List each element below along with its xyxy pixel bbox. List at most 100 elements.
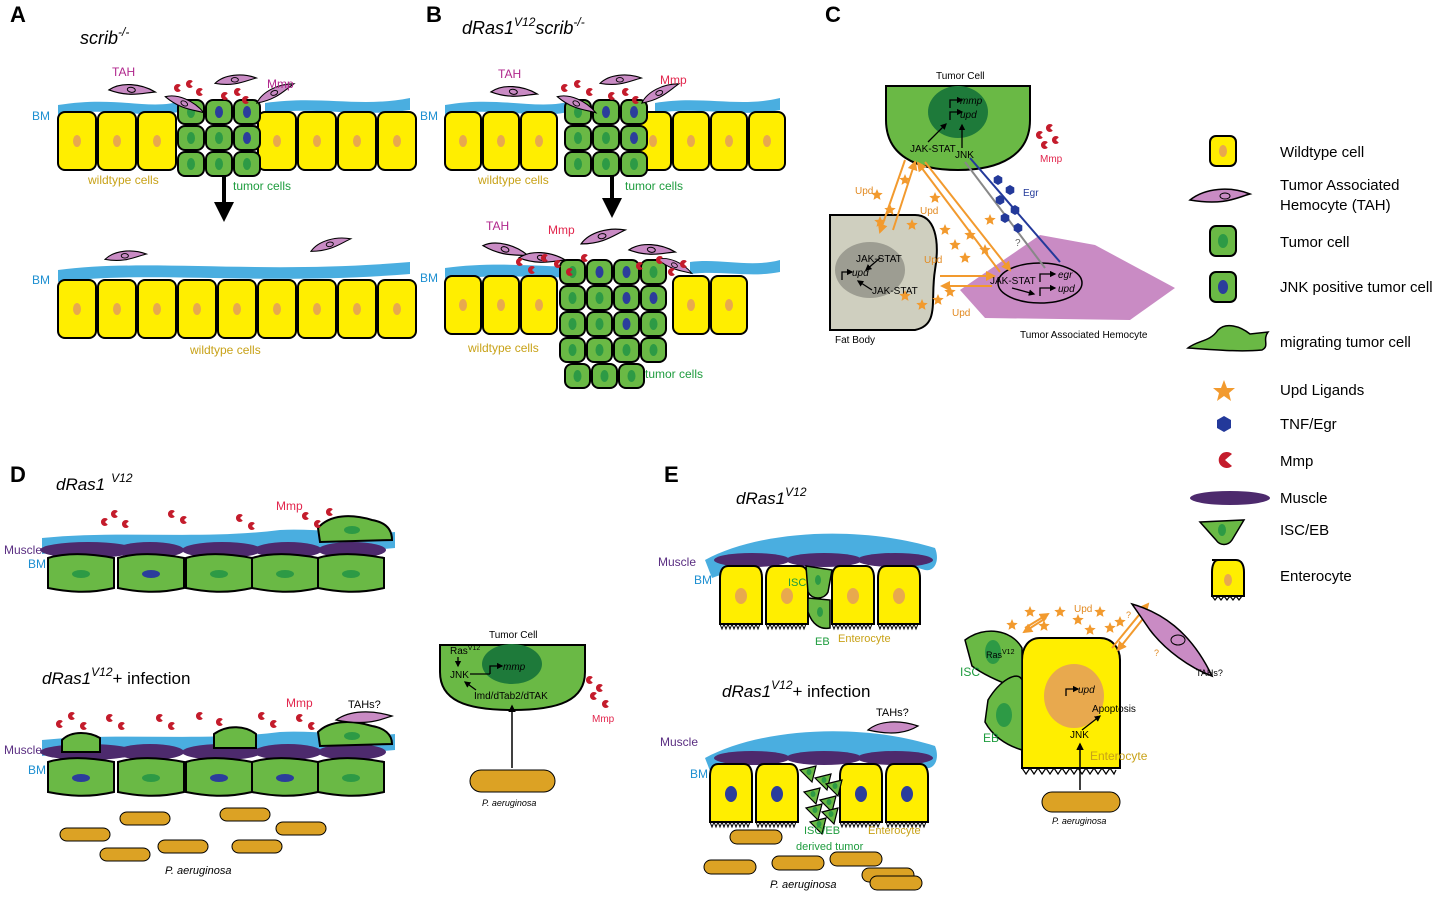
nucleus bbox=[273, 135, 281, 147]
muscle-fiber bbox=[786, 751, 862, 765]
tah-nucleus bbox=[572, 100, 581, 107]
tah-cell bbox=[556, 95, 598, 114]
tah-nucleus bbox=[597, 233, 607, 240]
ras-label: RasV12 bbox=[450, 645, 480, 657]
upd-star bbox=[1072, 614, 1084, 625]
upd-label: Upd bbox=[1074, 604, 1092, 615]
muscle-row bbox=[714, 751, 933, 765]
tumor-label: tumor cells bbox=[625, 179, 683, 193]
upd-star bbox=[906, 219, 918, 230]
tah-nucleus bbox=[671, 262, 678, 268]
nucleus bbox=[725, 135, 733, 147]
nucleus bbox=[595, 318, 604, 330]
microvilli bbox=[831, 622, 873, 631]
nucleus bbox=[622, 292, 631, 304]
enterocyte-label: Enterocyte bbox=[868, 825, 921, 837]
mmp bbox=[173, 84, 181, 92]
bacterium bbox=[275, 821, 327, 836]
bacterium bbox=[771, 855, 825, 871]
egr-hexagon bbox=[995, 195, 1005, 205]
nucleus bbox=[193, 303, 201, 315]
microvilli bbox=[765, 622, 807, 631]
tah-cell bbox=[866, 721, 920, 734]
isc-label: ISC bbox=[960, 665, 980, 679]
tah-cell bbox=[1130, 602, 1214, 678]
upd-star bbox=[1084, 624, 1096, 635]
bm-label: BM bbox=[420, 271, 438, 285]
egr-label: Egr bbox=[1023, 188, 1039, 199]
egr-ligands bbox=[993, 175, 1023, 233]
question-mark: ? bbox=[1015, 238, 1021, 249]
bm-label: BM bbox=[32, 273, 50, 287]
tumor-label: tumor cells bbox=[233, 179, 291, 193]
nucleus bbox=[113, 135, 121, 147]
enterocyte-label: Enterocyte bbox=[838, 633, 891, 645]
nucleus bbox=[649, 135, 657, 147]
legend-label: ISC/EB bbox=[1280, 522, 1329, 539]
legend-label: Tumor Associated bbox=[1280, 177, 1400, 194]
panel-e-genotype: dRas1V12 bbox=[736, 485, 807, 508]
mmp bbox=[79, 722, 87, 730]
tah-label: TAH bbox=[498, 67, 521, 81]
mmp bbox=[313, 520, 321, 528]
tah-cell bbox=[255, 83, 296, 104]
mmp bbox=[155, 714, 163, 722]
arrow bbox=[927, 123, 947, 143]
fat-body-label: Fat Body bbox=[835, 335, 875, 346]
nucleus bbox=[826, 799, 832, 805]
microvilli bbox=[877, 622, 919, 631]
mmp-label: Mmp bbox=[660, 73, 687, 87]
mmp bbox=[515, 258, 523, 266]
upd-star bbox=[1054, 606, 1066, 617]
microvilli bbox=[885, 820, 927, 829]
wildtype-label: wildtype cells bbox=[189, 343, 261, 357]
muscle-fiber bbox=[714, 553, 790, 567]
upd-ligands bbox=[871, 174, 996, 310]
mmp bbox=[307, 722, 315, 731]
nucleus bbox=[243, 132, 251, 144]
jnk-label: JNK bbox=[1070, 730, 1089, 741]
upd-label: Upd bbox=[952, 308, 970, 319]
muscle-fiber bbox=[254, 744, 322, 760]
nucleus bbox=[735, 588, 747, 604]
mmp bbox=[185, 80, 193, 88]
mmp bbox=[269, 720, 277, 729]
egr-hexagon bbox=[1005, 185, 1015, 195]
bacteria-label: P. aeruginosa bbox=[770, 879, 836, 891]
mmp bbox=[325, 507, 333, 516]
mmp bbox=[121, 520, 129, 528]
upd-star bbox=[929, 192, 941, 203]
microvilli bbox=[709, 820, 751, 829]
bacterium bbox=[869, 875, 923, 891]
nucleus bbox=[763, 135, 771, 147]
nucleus bbox=[649, 292, 658, 304]
mmp bbox=[560, 84, 568, 92]
muscle-fiber bbox=[857, 553, 933, 567]
mmp bbox=[607, 92, 615, 100]
arrow bbox=[865, 257, 881, 271]
mmp bbox=[553, 260, 561, 268]
tah-nucleus bbox=[180, 100, 189, 107]
muscle-label: Muscle bbox=[658, 555, 696, 569]
nucleus bbox=[393, 303, 401, 315]
wildtype-cell-row bbox=[444, 275, 748, 335]
tah-group bbox=[107, 74, 296, 114]
muscle-fiber bbox=[714, 751, 790, 765]
mmp-group bbox=[515, 254, 687, 276]
mmp bbox=[215, 718, 223, 726]
mmp-gene: mmp bbox=[503, 662, 526, 673]
nucleus bbox=[215, 158, 223, 170]
nucleus bbox=[276, 570, 294, 578]
panel-a-genotype: scrib-/- bbox=[80, 25, 129, 48]
upd-star bbox=[1038, 620, 1050, 631]
upd-star bbox=[944, 286, 956, 297]
tah-cell bbox=[640, 83, 681, 104]
nucleus bbox=[687, 135, 695, 147]
upd-star bbox=[964, 229, 976, 240]
mmp bbox=[667, 268, 675, 276]
muscle-label: Muscle bbox=[4, 743, 42, 757]
nucleus bbox=[313, 135, 321, 147]
wildtype-cell-row bbox=[57, 111, 417, 171]
arrow bbox=[463, 681, 477, 691]
